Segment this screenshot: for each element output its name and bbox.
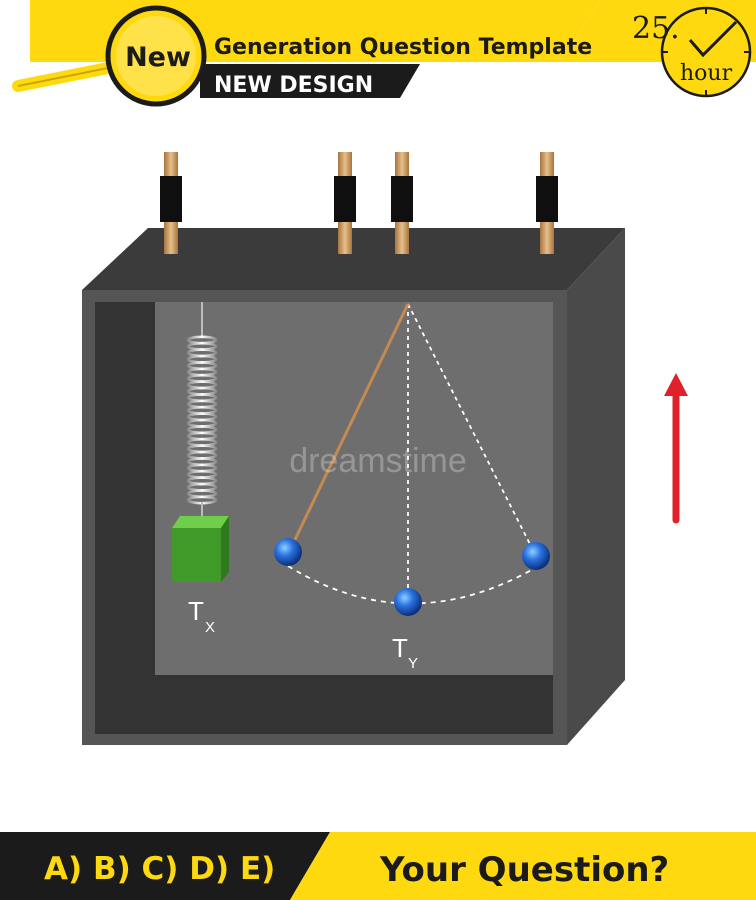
spring xyxy=(186,302,218,522)
box-diagram: T X T Y dreamstime xyxy=(82,152,625,745)
pendulum-bob-left xyxy=(274,538,302,566)
box-right-face xyxy=(567,228,625,745)
box-top-face xyxy=(82,228,625,290)
header-subtitle: NEW DESIGN xyxy=(214,73,373,98)
subtitle-band xyxy=(200,64,420,98)
timer-number: 25. xyxy=(632,11,680,46)
header: New Generation Question Template NEW DES… xyxy=(12,0,756,107)
pendulum-label: T xyxy=(392,633,408,663)
pendulum-right-line xyxy=(407,303,536,555)
watermark: dreamstime xyxy=(289,442,467,480)
question-text: Your Question? xyxy=(379,850,669,890)
pendulum-string xyxy=(289,303,410,549)
terminal-screw-2 xyxy=(334,152,356,254)
spring-block xyxy=(172,516,229,582)
header-title: Generation Question Template xyxy=(214,35,592,60)
terminal-screw-4 xyxy=(536,152,558,254)
footer-yellow-band xyxy=(290,832,756,900)
terminal-screw-3 xyxy=(391,152,413,254)
footer: A) B) C) D) E) Your Question? xyxy=(0,832,756,900)
footer-dark-band xyxy=(0,832,330,900)
terminal-screw-1 xyxy=(160,152,182,254)
box-back-wall xyxy=(155,302,553,675)
pendulum-arc xyxy=(287,565,536,605)
spring-block-label: T xyxy=(188,596,204,626)
new-badge: New xyxy=(125,42,191,73)
answer-options: A) B) C) D) E) xyxy=(44,851,275,887)
pendulum-subscript: Y xyxy=(408,655,418,672)
pendulum xyxy=(274,303,550,616)
magnifier-icon xyxy=(12,5,207,107)
pendulum-bob-right xyxy=(522,542,550,570)
acceleration-arrow-icon xyxy=(664,373,688,524)
spring-block-subscript: X xyxy=(205,619,215,636)
pendulum-bob-center xyxy=(394,588,422,616)
timer-icon xyxy=(660,6,752,98)
timer-unit: hour xyxy=(680,61,733,86)
